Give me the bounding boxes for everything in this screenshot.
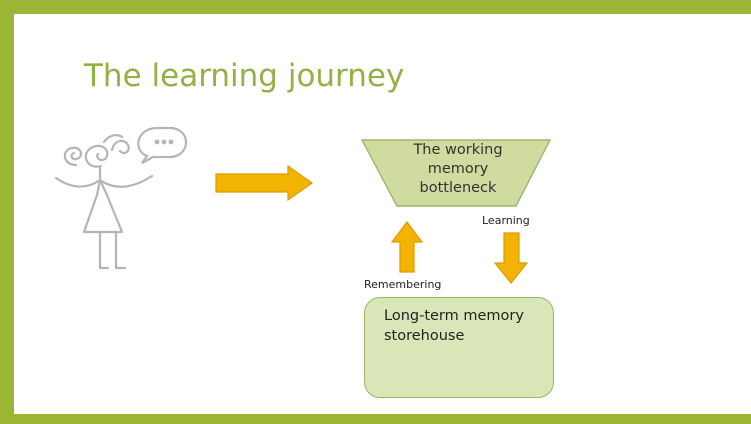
frame-left-border <box>0 0 14 424</box>
frame-top-border <box>0 0 751 14</box>
slide-title: The learning journey <box>84 58 405 94</box>
funnel-line: bottleneck <box>419 180 497 196</box>
funnel-line: memory <box>427 161 489 177</box>
storehouse-line: storehouse <box>384 328 465 344</box>
down-arrow-icon <box>493 232 529 284</box>
storehouse-label: Long-term memory storehouse <box>384 306 549 346</box>
remembering-label: Remembering <box>364 278 442 291</box>
storehouse-line: Long-term memory <box>384 308 524 324</box>
right-arrow-icon <box>215 164 314 202</box>
frame-bottom-border <box>0 414 751 424</box>
long-term-memory-box <box>364 297 554 398</box>
up-arrow-icon <box>390 221 424 273</box>
thinking-girl-icon <box>54 134 154 270</box>
funnel-label: The working memory bottleneck <box>388 141 528 198</box>
working-memory-funnel <box>360 139 552 207</box>
learning-label: Learning <box>482 214 530 227</box>
funnel-line: The working <box>413 142 503 158</box>
speech-bubble-icon <box>137 126 188 164</box>
